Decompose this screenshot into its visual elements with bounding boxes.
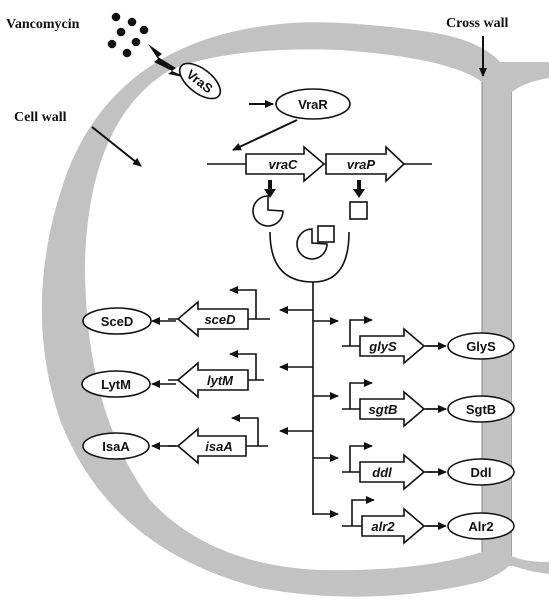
vrap-protein-icon: [349, 201, 368, 220]
right-cell-cytoplasm: [512, 78, 549, 562]
complex-square-icon: [317, 225, 335, 243]
lytm-gene-arrow: [176, 361, 249, 399]
vrac-gene-arrow: [245, 145, 326, 183]
alr2-promoter-arrow: [351, 496, 375, 526]
lytm-protein-ellipse: [81, 370, 151, 398]
glys-promoter-arrow: [349, 316, 373, 346]
sgtb-protein-label: SgtB: [466, 402, 496, 417]
ddl-promoter-arrow: [349, 442, 373, 472]
cross-wall-label: Cross wall: [446, 16, 508, 31]
alr2-protein-label: Alr2: [468, 519, 493, 534]
isaa-gene-label: isaA: [205, 439, 232, 454]
complex-pacman-icon: [296, 228, 328, 260]
sced-promoter-arrow: [229, 286, 257, 319]
vancomycin-label: Vancomycin: [6, 17, 80, 32]
vrar-ellipse: [275, 88, 351, 120]
isaa-promoter-arrow: [231, 414, 259, 446]
lytm-promoter-arrow: [229, 350, 257, 380]
vrap-gene-arrow: [325, 145, 406, 183]
alr2-gene-arrow: [361, 507, 426, 545]
glys-protein-label: GlyS: [466, 339, 496, 354]
ddl-protein-ellipse: [447, 458, 515, 486]
septum: [482, 66, 512, 566]
cell-wall-label: Cell wall: [14, 110, 67, 125]
glys-protein-ellipse: [447, 332, 515, 360]
complex-cup: [269, 231, 350, 283]
ddl-gene-arrow: [359, 453, 426, 491]
alr2-gene-label: alr2: [371, 519, 395, 534]
ddl-gene-label: ddl: [372, 465, 392, 480]
vrar-label: VraR: [298, 97, 328, 112]
ddl-protein-label: Ddl: [471, 465, 492, 480]
sced-protein-ellipse: [82, 307, 152, 335]
lytm-gene-label: lytM: [207, 373, 234, 388]
sced-gene-label: sceD: [204, 312, 236, 327]
vrap-translation-arrow: [353, 180, 365, 198]
vrac-label: vraC: [269, 157, 299, 172]
glys-gene-arrow: [359, 327, 426, 365]
lytm-protein-label: LytM: [101, 377, 131, 392]
vrac-protein-icon: [252, 195, 284, 227]
isaa-protein-label: IsaA: [102, 439, 130, 454]
sced-protein-label: SceD: [101, 314, 134, 329]
vrap-label: vraP: [347, 157, 376, 172]
sgtb-gene-arrow: [359, 390, 426, 428]
isaa-protein-ellipse: [82, 432, 150, 460]
vrac-translation-arrow: [264, 180, 276, 198]
lightning-bolt-icon: [148, 44, 188, 78]
sgtb-gene-label: sgtB: [369, 402, 398, 417]
glys-gene-label: glyS: [368, 339, 397, 354]
sced-gene-arrow: [176, 300, 249, 338]
alr2-protein-ellipse: [447, 512, 515, 540]
sgtb-promoter-arrow: [349, 379, 373, 409]
cell-wall-arrow: [91, 126, 142, 167]
vancomycin-molecules: [107, 12, 149, 58]
isaa-gene-arrow: [176, 427, 247, 465]
vrar-to-operon-arrow: [232, 119, 298, 151]
sgtb-protein-ellipse: [447, 395, 515, 423]
